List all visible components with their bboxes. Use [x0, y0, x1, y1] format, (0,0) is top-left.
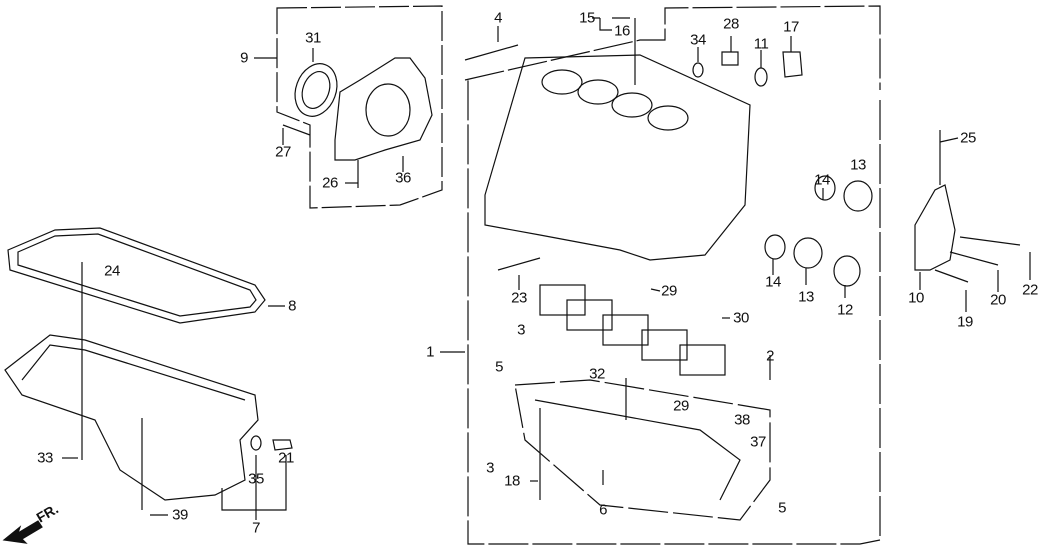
callout-19: 19 [957, 313, 973, 331]
callout-24: 24 [104, 262, 120, 280]
mount-bracket [914, 184, 956, 271]
callout-32: 32 [589, 365, 605, 383]
callout-4: 4 [494, 9, 502, 27]
front-arrow [2, 520, 43, 544]
group-bracket-9 [276, 5, 443, 209]
callout-28: 28 [723, 15, 739, 33]
oil-pump-cover [334, 57, 433, 161]
callout-20: 20 [990, 291, 1006, 309]
callout-8: 8 [288, 297, 296, 315]
callout-7: 7 [252, 519, 260, 537]
callout-13: 13 [798, 288, 814, 306]
callout-5: 5 [495, 358, 503, 376]
callout-11: 11 [753, 35, 769, 53]
cylinder-block [484, 54, 751, 261]
callout-14: 14 [765, 273, 781, 291]
callout-13: 13 [850, 156, 866, 174]
callout-23: 23 [511, 289, 527, 307]
callout-5: 5 [778, 499, 786, 517]
callout-9: 9 [240, 49, 248, 67]
washer-34 [692, 62, 704, 78]
callout-15: 15 [579, 9, 595, 27]
callout-21: 21 [278, 449, 294, 467]
callout-14: 14 [814, 171, 830, 189]
callout-12: 12 [837, 301, 853, 319]
callout-39: 39 [172, 506, 188, 524]
callout-18: 18 [504, 472, 520, 490]
callout-1: 1 [426, 343, 434, 361]
callout-35: 35 [248, 470, 264, 488]
callout-29: 29 [673, 397, 689, 415]
callout-36: 36 [395, 169, 411, 187]
callout-37: 37 [750, 433, 766, 451]
callout-38: 38 [734, 411, 750, 429]
callout-31: 31 [305, 29, 321, 47]
callout-29: 29 [661, 282, 677, 300]
oil-pan-gasket [7, 227, 266, 324]
callout-17: 17 [783, 18, 799, 36]
callout-34: 34 [690, 31, 706, 49]
callout-3: 3 [486, 459, 494, 477]
callout-3: 3 [517, 321, 525, 339]
main-bearing-girdle [514, 379, 771, 521]
callout-22: 22 [1022, 281, 1038, 299]
group-bracket-1 [464, 5, 881, 545]
callout-16: 16 [614, 22, 630, 40]
oil-seal [294, 63, 338, 117]
oil-pan [4, 334, 259, 501]
callout-2: 2 [766, 347, 774, 365]
callout-10: 10 [908, 289, 924, 307]
callout-25: 25 [960, 129, 976, 147]
callout-33: 33 [37, 449, 53, 467]
callout-6: 6 [599, 501, 607, 519]
callout-26: 26 [322, 174, 338, 192]
callout-30: 30 [733, 309, 749, 327]
callout-27: 27 [275, 143, 291, 161]
